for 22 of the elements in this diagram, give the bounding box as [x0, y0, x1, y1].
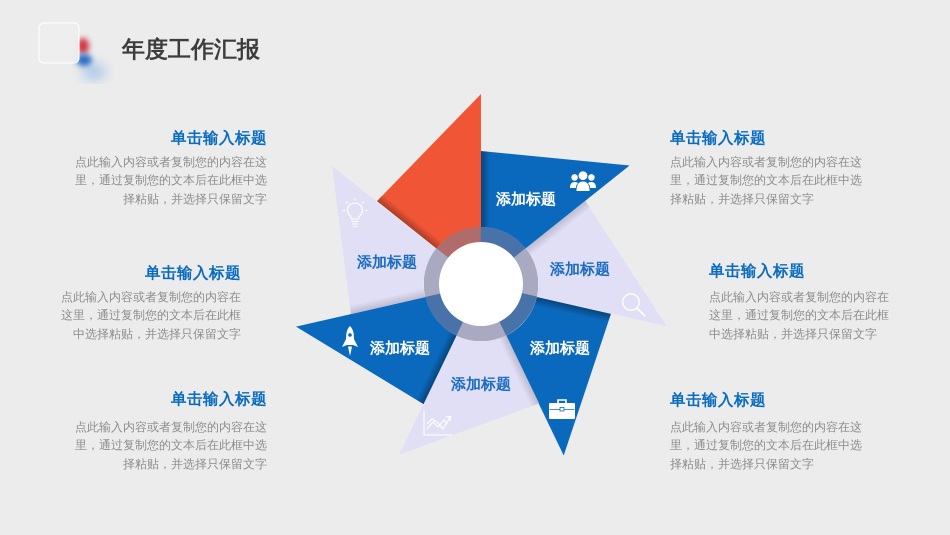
section-heading: 单击输入标题	[145, 263, 241, 283]
blade-title: 添加标题	[450, 374, 511, 394]
body-text: 点此输入内容或者复制您的内容在这里，通过复制您的文本后在此框中选择粘贴，并选择只保留文字	[74, 154, 267, 208]
page-title: 年度工作汇报	[122, 36, 260, 65]
section-heading: 单击输入标题	[709, 261, 805, 281]
section-heading: 单击输入标题	[171, 389, 267, 409]
section-heading: 单击输入标题	[670, 390, 766, 410]
section-heading: 单击输入标题	[670, 128, 766, 148]
blade-title: 添加标题	[370, 338, 430, 358]
blade-title: 添加标题	[496, 189, 556, 209]
pinwheel-blade	[377, 94, 481, 248]
pinwheel-blade	[332, 166, 436, 314]
blade-title: 添加标题	[550, 258, 610, 279]
blade-title: 添加标题	[530, 338, 590, 358]
body-text: 点此输入内容或者复制您的内容在这里，通过复制您的文本后在此框中选择粘贴，并选择只保留文字	[670, 154, 863, 208]
section-heading: 单击输入标题	[171, 128, 267, 148]
body-text: 点此输入内容或者复制您的内容在这里，通过复制您的文本后在此框中选择粘贴，并选择只保留文字	[74, 418, 267, 473]
body-text: 点此输入内容或者复制您的内容在这里，通过复制您的文本后在此框中选择粘贴，并选择只保留文字	[670, 418, 863, 473]
body-text: 点此输入内容或者复制您的内容在这里，通过复制您的文本后在此框中选择粘贴，并选择只保留文字	[60, 288, 241, 343]
blade-title: 添加标题	[356, 252, 417, 272]
body-text: 点此输入内容或者复制您的内容在这里，通过复制您的文本后在此框中选择粘贴，并选择只保留文字	[709, 288, 890, 343]
pinwheel-blade	[481, 151, 630, 248]
